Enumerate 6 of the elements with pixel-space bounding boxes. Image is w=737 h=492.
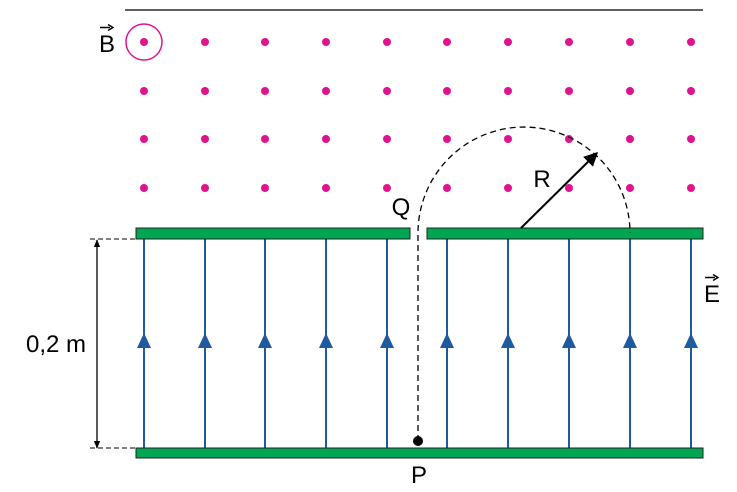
text-label: E xyxy=(704,283,720,307)
text-label: P xyxy=(411,464,427,488)
text-label: Q xyxy=(392,196,410,220)
text-label: 0,2 m xyxy=(26,333,86,357)
text-label: B xyxy=(99,33,115,57)
text-label: R xyxy=(533,168,551,192)
